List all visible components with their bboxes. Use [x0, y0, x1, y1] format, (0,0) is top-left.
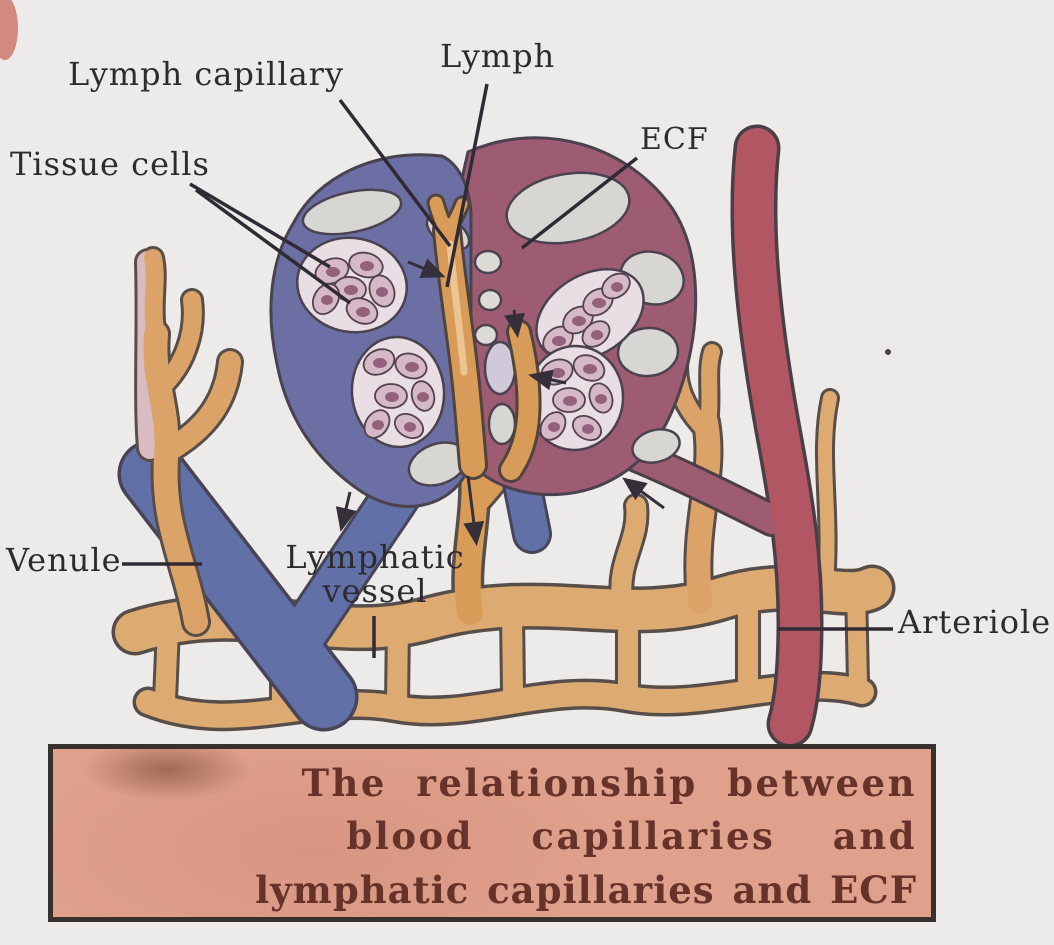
- label-lymph: Lymph: [440, 37, 556, 75]
- flow-arrow: [407, 258, 446, 278]
- flow-arrow: [463, 475, 485, 546]
- flow-arrows: [335, 258, 665, 546]
- flow-arrow: [504, 309, 525, 338]
- caption-line-1: The relationship between: [301, 761, 917, 805]
- label-ecf: ECF: [640, 122, 709, 157]
- leader-lymph: [445, 83, 489, 288]
- label-lymph-capillary: Lymph capillary: [68, 55, 345, 93]
- ecf-spaces: [301, 171, 685, 487]
- label-venule: Venule: [6, 541, 122, 579]
- label-lymphatic-vessel-line1: Lymphatic: [285, 538, 465, 576]
- cell-cluster: [295, 236, 409, 334]
- label-tissue-cells: Tissue cells: [10, 145, 210, 183]
- cell-cluster: [350, 335, 446, 449]
- cell-cluster: [535, 267, 645, 363]
- flow-arrow: [622, 477, 665, 510]
- flow-arrow: [335, 491, 357, 532]
- leader-tissue-cells: [189, 182, 331, 269]
- label-lymphatic-vessel-line2: vessel: [322, 571, 428, 610]
- lymph-capillary-branches-left: [134, 246, 244, 637]
- caption-box: The relationship between blood capillari…: [48, 744, 936, 922]
- leader-ecf: [520, 156, 639, 250]
- label-arteriole: Arteriole: [898, 603, 1052, 641]
- leader-tissue-cells: [194, 188, 352, 305]
- scan-smudge: [0, 0, 891, 355]
- label-lymphatic-vessel: Lymphatic vessel: [270, 538, 480, 610]
- leader-lymph-capillary: [338, 98, 452, 248]
- caption-line-2: blood capillaries and: [346, 814, 917, 859]
- tissue-cell-clusters: [295, 236, 645, 452]
- flow-arrow: [528, 369, 567, 391]
- leader-lines: [122, 83, 893, 658]
- caption-line-3: lymphatic capillaries and ECF: [255, 867, 917, 912]
